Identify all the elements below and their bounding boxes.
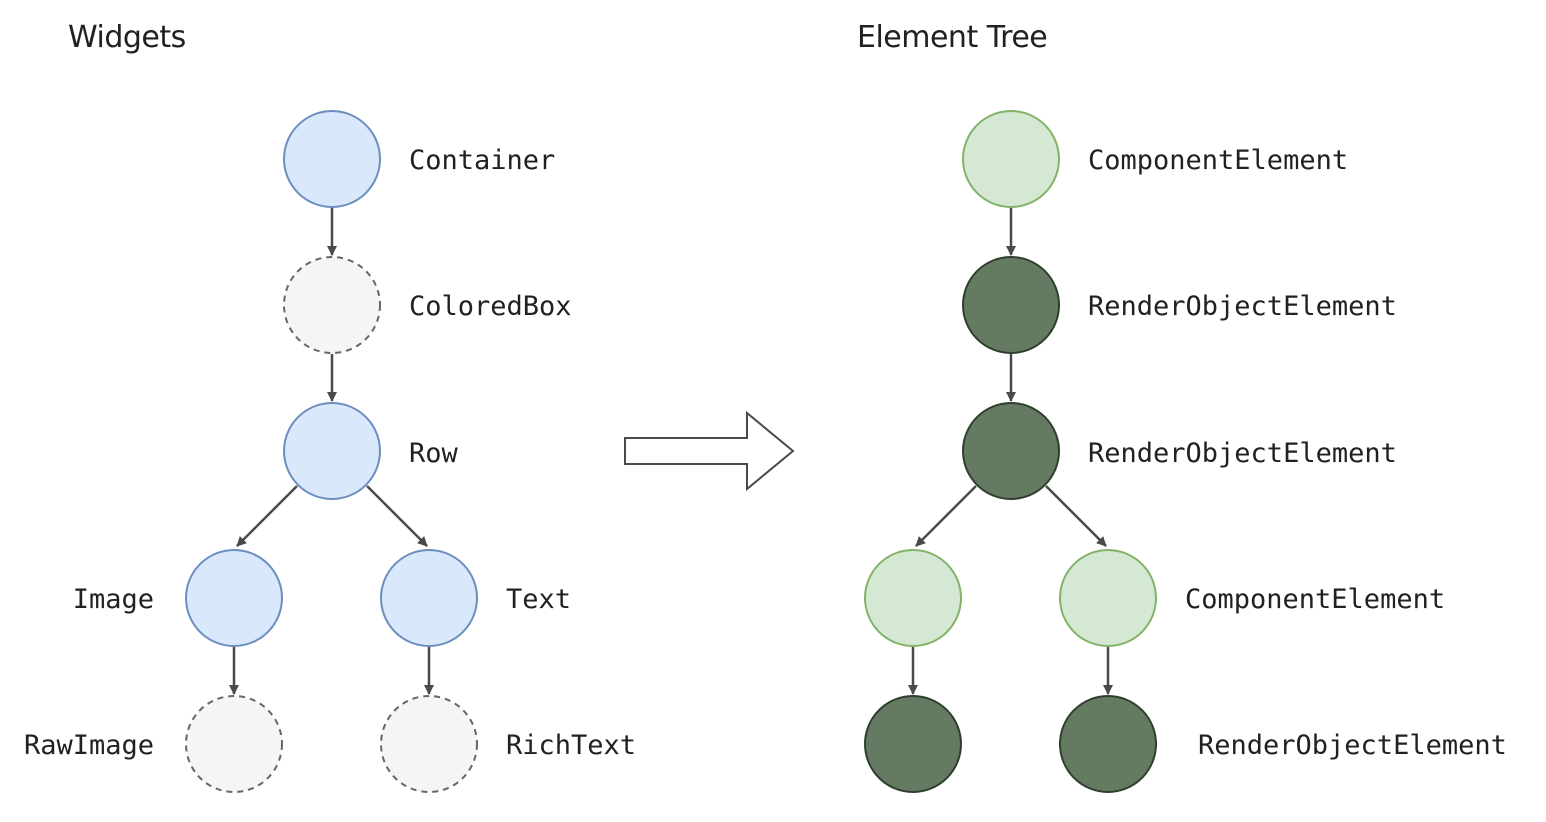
label-row: Row	[409, 438, 459, 469]
element-tree-labels: ComponentElement RenderObjectElement Ren…	[1088, 145, 1507, 761]
widgets-nodes	[185, 110, 478, 793]
node-left-component-element	[864, 549, 962, 647]
node-right-render-object-element	[1059, 695, 1157, 793]
label-right-render-object-element: RenderObjectElement	[1198, 730, 1507, 761]
element-tree-edges	[908, 208, 1113, 695]
node-text	[380, 549, 478, 647]
element-tree-nodes	[864, 110, 1157, 793]
right-block-arrow-icon	[624, 410, 795, 492]
label-render-object-element-2: RenderObjectElement	[1088, 438, 1397, 469]
label-render-object-element-1: RenderObjectElement	[1088, 291, 1397, 322]
widgets-labels: Container ColoredBox Row Image Text RawI…	[24, 145, 636, 761]
node-right-component-element	[1059, 549, 1157, 647]
node-richtext	[380, 695, 478, 793]
node-row	[283, 402, 381, 500]
node-image	[185, 549, 283, 647]
node-root-component-element	[962, 110, 1060, 208]
label-root-component-element: ComponentElement	[1088, 145, 1348, 176]
node-container	[283, 110, 381, 208]
edge-render2-right-component	[1045, 485, 1107, 547]
label-coloredbox: ColoredBox	[409, 291, 572, 322]
node-left-render-object-element	[864, 695, 962, 793]
label-richtext: RichText	[506, 730, 636, 761]
edge-row-text	[366, 485, 428, 547]
label-text: Text	[506, 584, 571, 615]
widgets-edges	[229, 208, 434, 695]
node-rawimage	[185, 695, 283, 793]
label-container: Container	[409, 145, 555, 176]
edge-row-image	[236, 485, 298, 547]
element-tree-title: Element Tree	[857, 20, 1047, 55]
edge-render2-left-component	[915, 485, 977, 547]
node-coloredbox	[283, 256, 381, 354]
widgets-title: Widgets	[68, 20, 186, 55]
label-rawimage: RawImage	[24, 730, 154, 761]
node-render-object-element-2	[962, 402, 1060, 500]
label-right-component-element: ComponentElement	[1185, 584, 1445, 615]
node-render-object-element-1	[962, 256, 1060, 354]
label-image: Image	[73, 584, 154, 615]
